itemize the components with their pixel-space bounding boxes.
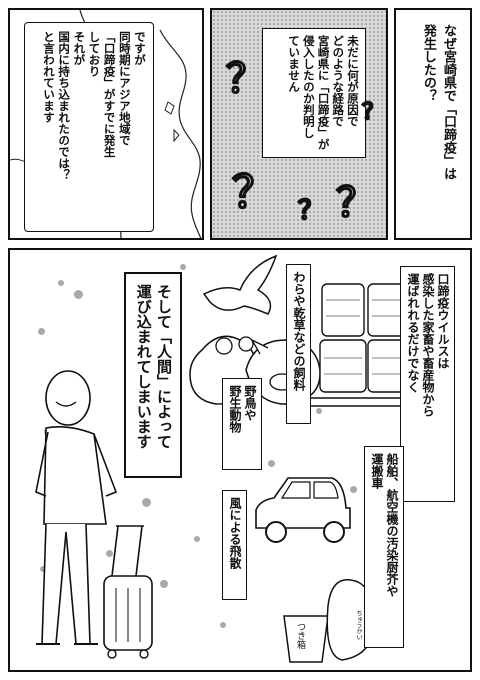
speech-bubble-unknown: 未だに何が原因で どのような経路で 宮崎県に「口蹄疫」が 侵入したのか判明し て…: [262, 28, 366, 158]
speech-bubble-asia: ですが 同時期にアジア地域で 「口蹄疫」がすでに発生 しており それが 国内に持…: [24, 22, 154, 232]
caption-virus: 口蹄疫ウイルスは 感染した家畜や畜産物から 運ばれれるだけでなく: [400, 266, 455, 502]
particle: [58, 280, 64, 286]
panel-unknown-cause: 未だに何が原因で どのような経路で 宮崎県に「口蹄疫」が 侵入したのか判明し て…: [210, 8, 388, 240]
car-illustration: [255, 477, 351, 543]
main-caption-box: そして「人間」によって 運び込まれてしまいます: [124, 272, 182, 478]
particle: [106, 550, 113, 557]
question-mark-5: ？: [297, 195, 325, 227]
speech-text-asia: ですが 同時期にアジア地域で 「口蹄疫」がすでに発生 しており それが 国内に持…: [41, 31, 147, 181]
particle: [40, 566, 46, 572]
particle: [180, 264, 186, 270]
particle: [38, 328, 45, 335]
panel-why-miyazaki: なぜ宮崎県で「口蹄疫」は 発生したの？: [394, 8, 472, 240]
caption-feed: わらや乾草などの飼料: [286, 264, 311, 424]
particle: [74, 290, 83, 299]
speech-text-unknown: 未だに何が原因で どのような経路で 宮崎県に「口蹄疫」が 侵入したのか判明し て…: [287, 35, 360, 150]
traveler-illustration: [35, 370, 153, 659]
particle: [316, 408, 322, 414]
particle: [350, 486, 357, 493]
particle: [220, 622, 226, 628]
caption-animals: 野鳥や 野生動物: [222, 378, 262, 470]
question-mark-2: ？: [361, 98, 385, 126]
heading-why-miyazaki: なぜ宮崎県で「口蹄疫」は 発生したの？: [420, 24, 456, 180]
panel-map: ですが 同時期にアジア地域で 「口蹄疫」がすでに発生 しており それが 国内に持…: [8, 8, 204, 240]
question-mark-4: ？: [335, 178, 377, 227]
waste-bin-illustration: [283, 579, 375, 663]
particle: [160, 580, 168, 588]
bird-illustration: [202, 254, 278, 315]
bin-label: つき箱: [295, 622, 305, 649]
question-mark-1: ？: [225, 54, 267, 103]
caption-transport: 船舶、航空機の汚染厨芥や 運搬車: [364, 446, 404, 648]
particle: [194, 536, 200, 542]
particle: [142, 498, 151, 507]
main-caption-text: そして「人間」によって 運び込まれてしまいます: [134, 284, 173, 449]
caption-transport-furigana: ちゅうかい: [355, 610, 362, 640]
hay-bales-illustration: [306, 283, 426, 407]
particle: [268, 460, 275, 467]
question-mark-3: ？: [231, 166, 277, 219]
caption-wind: 風による飛散: [222, 490, 247, 600]
panel-transmission: そして「人間」によって 運び込まれてしまいます つき箱 口蹄疫ウイルスは 感: [8, 248, 472, 672]
